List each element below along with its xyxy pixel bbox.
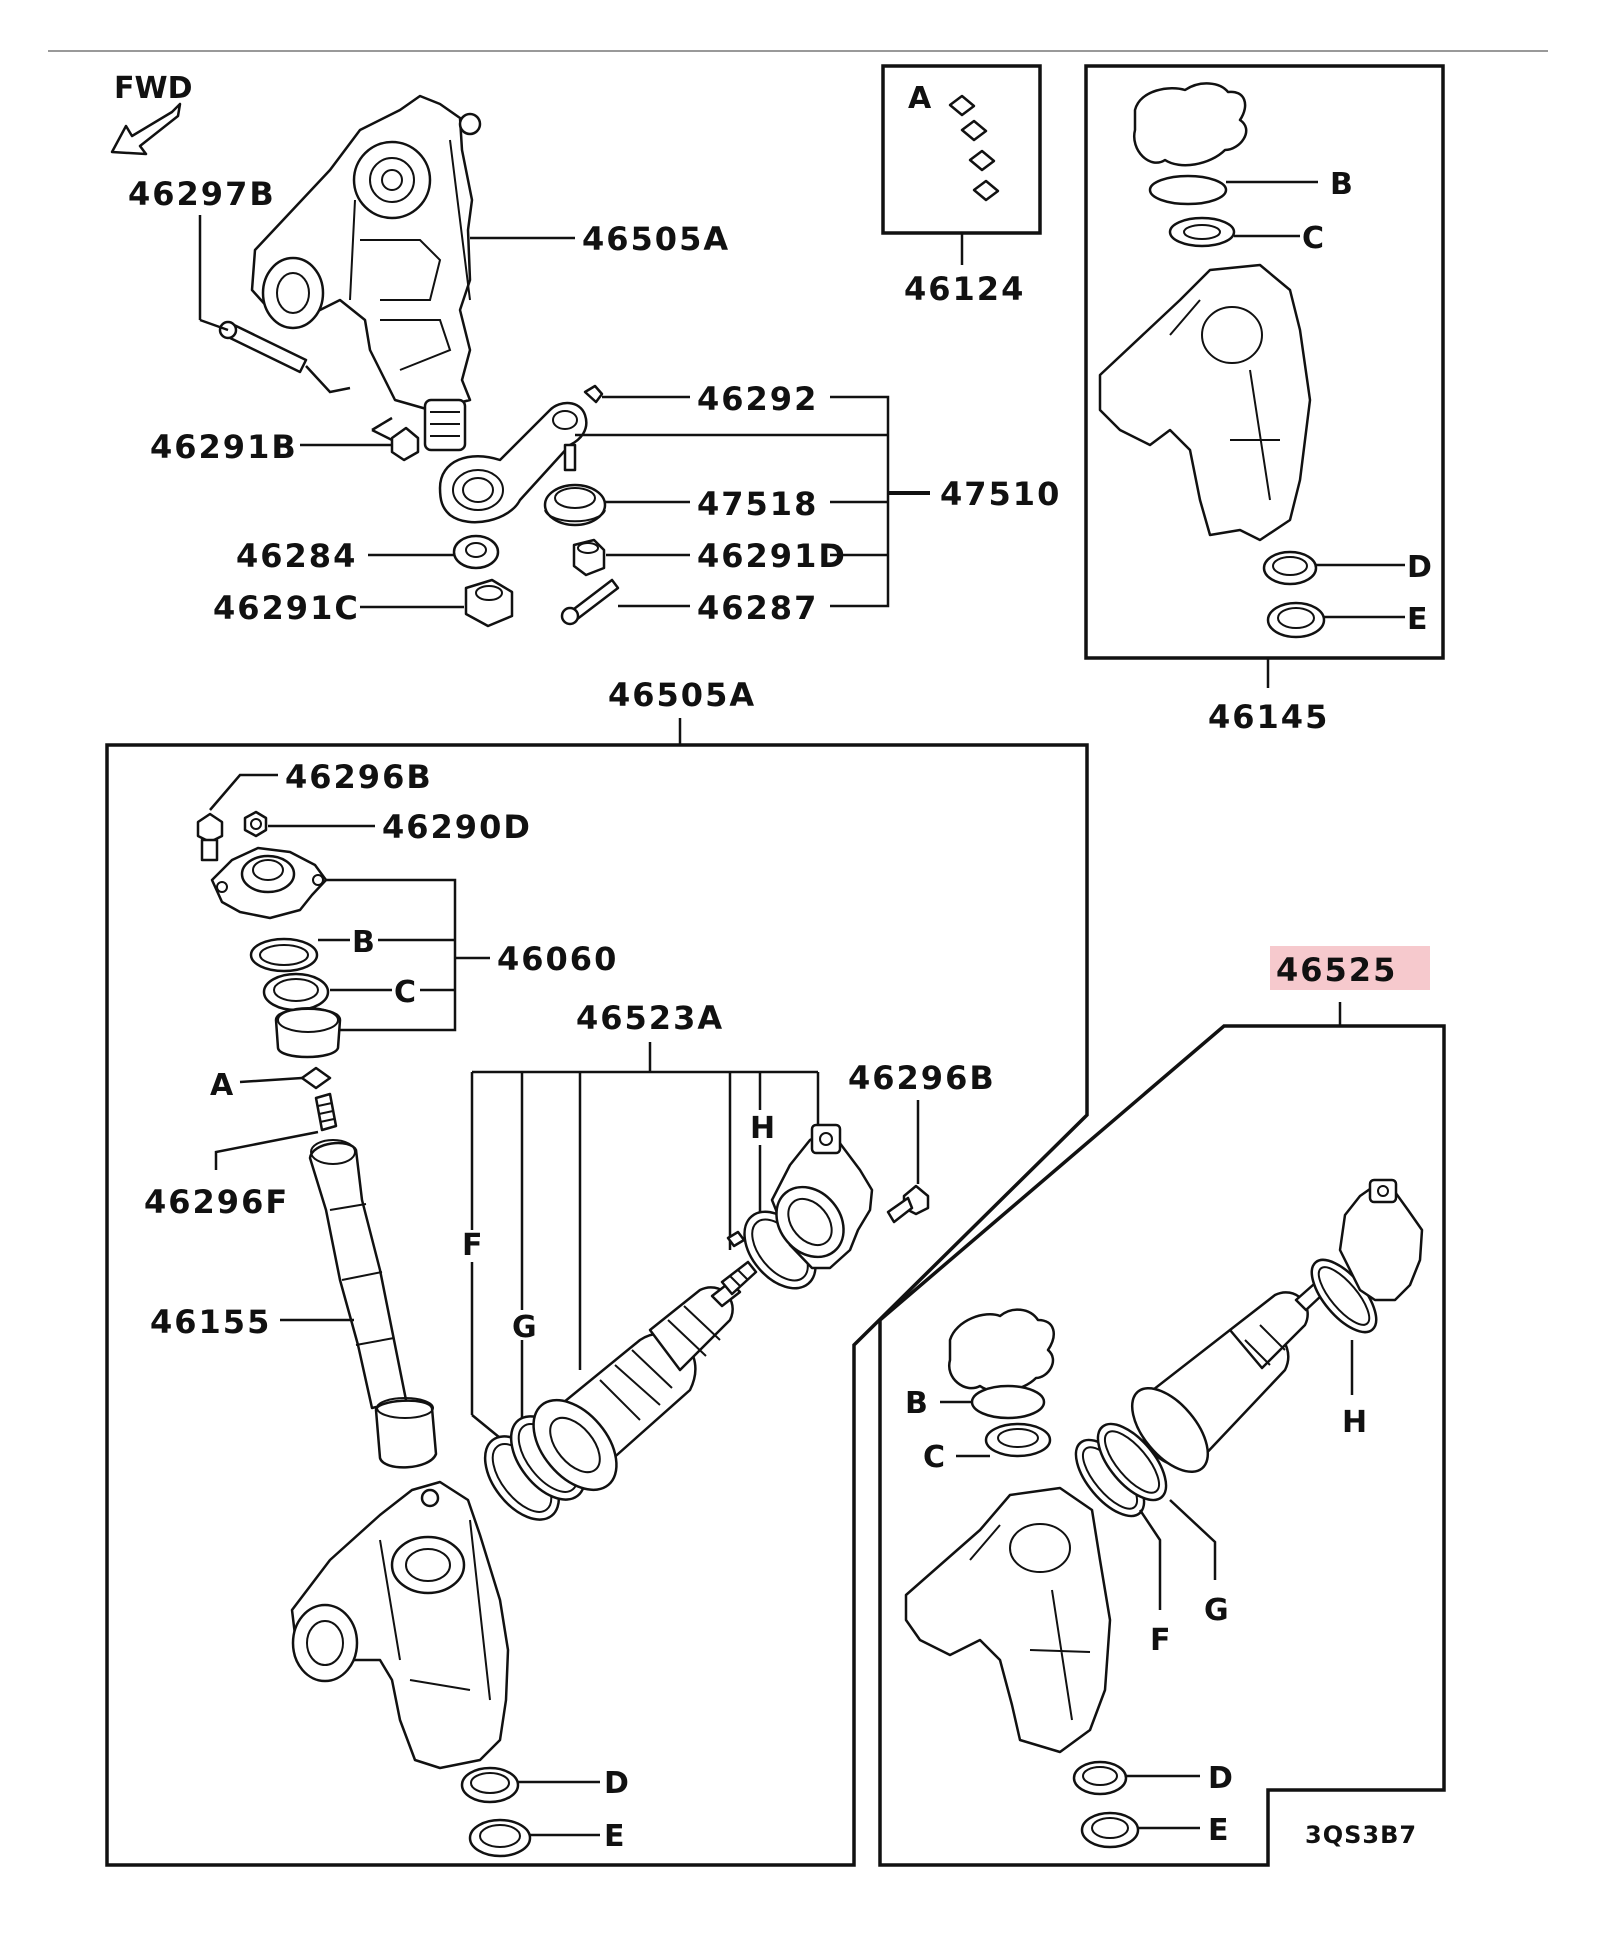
piston-valve-right-icon <box>1130 1178 1424 1474</box>
gear-box-housing-mid-icon <box>290 1480 510 1770</box>
label-46505a-mid: 46505A <box>608 676 756 714</box>
label-b-top: B <box>1330 167 1353 202</box>
box-46145 <box>1084 64 1445 660</box>
gear-housing-46145-icon <box>1098 82 1326 639</box>
highlight-46525 <box>1270 946 1430 990</box>
label-h-mid: H <box>750 1111 775 1146</box>
label-46296b-right: 46296B <box>848 1059 996 1097</box>
lock-washer-46284-icon <box>452 534 500 570</box>
nut-46291d-icon <box>572 538 606 577</box>
sector-shaft-46155-icon <box>308 1139 438 1469</box>
diagram-code: 3QS3B7 <box>1305 1821 1417 1849</box>
valve-housing-h-icon <box>743 1123 874 1290</box>
label-c-top: C <box>1302 221 1324 256</box>
cotter-pin-46287-icon <box>560 578 620 626</box>
label-c-mid: C <box>394 975 416 1010</box>
label-46297b: 46297B <box>128 175 276 213</box>
valve-cover-right-icon <box>947 1308 1055 1458</box>
label-e-right: E <box>1208 1813 1229 1848</box>
bolt-46297b-icon <box>218 320 308 374</box>
bolt-46296b-right-icon <box>886 1184 930 1224</box>
dust-boot-47518-icon <box>543 483 607 527</box>
label-46291c: 46291C <box>213 589 360 627</box>
label-46296f: 46296F <box>144 1183 289 1221</box>
label-g-mid: G <box>512 1310 537 1345</box>
label-e-mid: E <box>604 1819 625 1854</box>
fwd-label: FWD <box>114 71 193 106</box>
seal-set-mid-icon <box>249 937 342 1059</box>
seal-rings-f-g-right-icon <box>1074 1422 1168 1518</box>
label-46290d: 46290D <box>382 808 532 846</box>
nut-46291b-icon <box>390 426 420 462</box>
label-46523a: 46523A <box>576 999 724 1037</box>
label-g-right: G <box>1204 1593 1229 1628</box>
label-46525: 46525 <box>1276 951 1397 989</box>
label-46291d: 46291D <box>697 537 847 575</box>
label-h-right: H <box>1342 1405 1367 1440</box>
label-46155: 46155 <box>150 1303 271 1341</box>
nut-46291c-icon <box>464 578 514 628</box>
box-46505a <box>105 743 1089 1867</box>
label-d-right: D <box>1208 1761 1233 1796</box>
label-f-mid: F <box>462 1228 483 1263</box>
label-46296b-left: 46296B <box>285 758 433 796</box>
label-46124: 46124 <box>904 270 1025 308</box>
label-e-top: E <box>1407 602 1428 637</box>
piston-worm-icon <box>532 1260 758 1492</box>
label-47518: 47518 <box>697 485 818 523</box>
seal-d-e-mid-icon <box>460 1766 532 1858</box>
label-a-mid: A <box>210 1068 234 1103</box>
label-46287: 46287 <box>697 589 818 627</box>
nut-46290d-icon <box>243 810 268 838</box>
fwd-arrow-icon <box>110 102 182 156</box>
box-46525 <box>878 1024 1446 1867</box>
label-46505a-top: 46505A <box>582 220 730 258</box>
label-c-right: C <box>923 1440 945 1475</box>
label-d-mid: D <box>604 1766 629 1801</box>
seal-d-e-right-icon <box>1072 1760 1140 1849</box>
bolt-46296b-left-icon <box>196 812 224 862</box>
shim-set-a-icon <box>948 94 1000 202</box>
label-46291b: 46291B <box>150 428 298 466</box>
label-b-right: B <box>905 1386 928 1421</box>
label-f-right: F <box>1150 1623 1171 1658</box>
label-d-top: D <box>1407 550 1432 585</box>
grease-nipple-46292-icon <box>583 384 604 404</box>
label-46292: 46292 <box>697 380 818 418</box>
label-46284: 46284 <box>236 537 357 575</box>
shim-a-mid-icon <box>300 1066 332 1090</box>
box-46124 <box>881 64 1042 235</box>
valve-top-cover-icon <box>210 846 328 920</box>
label-b-mid: B <box>352 925 375 960</box>
label-47510: 47510 <box>940 475 1061 513</box>
plug-46296f-icon <box>314 1092 338 1132</box>
steering-gear-box-top <box>250 94 482 452</box>
label-46060: 46060 <box>497 940 618 978</box>
label-a-top: A <box>908 81 932 116</box>
gear-housing-right-icon <box>904 1486 1112 1754</box>
label-46145: 46145 <box>1208 698 1329 736</box>
